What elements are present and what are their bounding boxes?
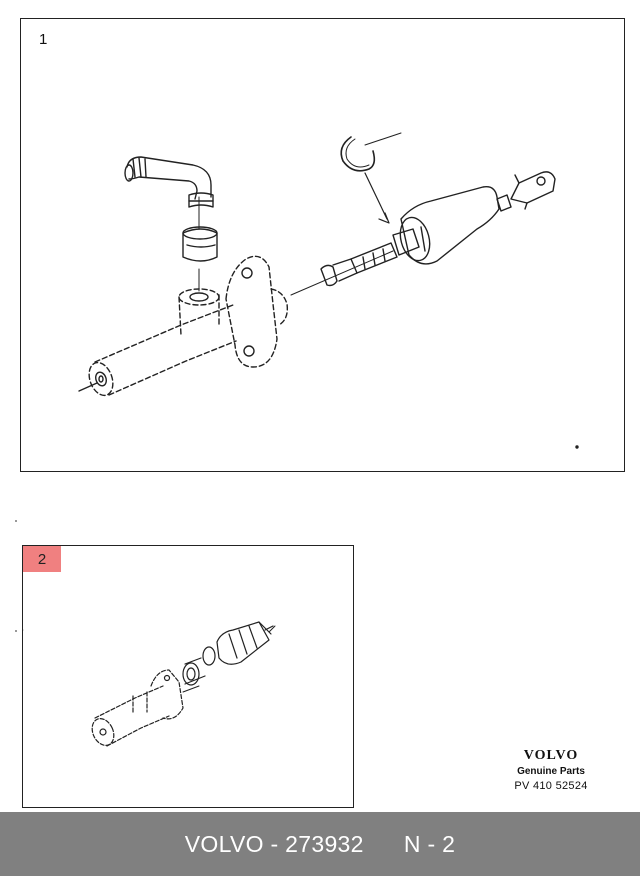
kit-cylinder	[91, 669, 184, 747]
repair-kit-drawing	[23, 621, 276, 747]
scan-dot	[15, 630, 17, 632]
seal-grommet	[182, 226, 218, 262]
panel-1-number: 1	[39, 31, 48, 48]
cylinder-body	[88, 255, 289, 397]
circlip	[340, 132, 402, 224]
kit-washer	[202, 646, 216, 666]
repair-kit-panel-2: 2	[22, 545, 354, 808]
footer-spacer	[364, 831, 404, 858]
exploded-view-panel-1: 1	[20, 18, 625, 472]
piston-assembly	[320, 228, 420, 287]
brand-subtitle: Genuine Parts	[517, 766, 585, 777]
scan-dot	[15, 520, 17, 522]
dust-boot	[399, 186, 500, 265]
footer-bar: VOLVO - 273932 N - 2	[0, 812, 640, 876]
master-cylinder-exploded-drawing	[78, 132, 579, 449]
clevis-pushrod	[496, 171, 556, 212]
hose-fitting	[124, 156, 214, 208]
kit-boot	[216, 621, 274, 665]
kit-seal	[182, 657, 206, 686]
brand-logo-text: VOLVO	[523, 748, 579, 763]
reference-label: N - 2	[403, 830, 456, 857]
part-number-label: VOLVO - 273932	[184, 830, 364, 857]
panel-2-number-highlight: 2	[23, 546, 61, 572]
volvo-brand-block: VOLVO Genuine Parts PV 410 52524	[506, 748, 596, 792]
brand-code: PV 410 52524	[514, 780, 588, 792]
